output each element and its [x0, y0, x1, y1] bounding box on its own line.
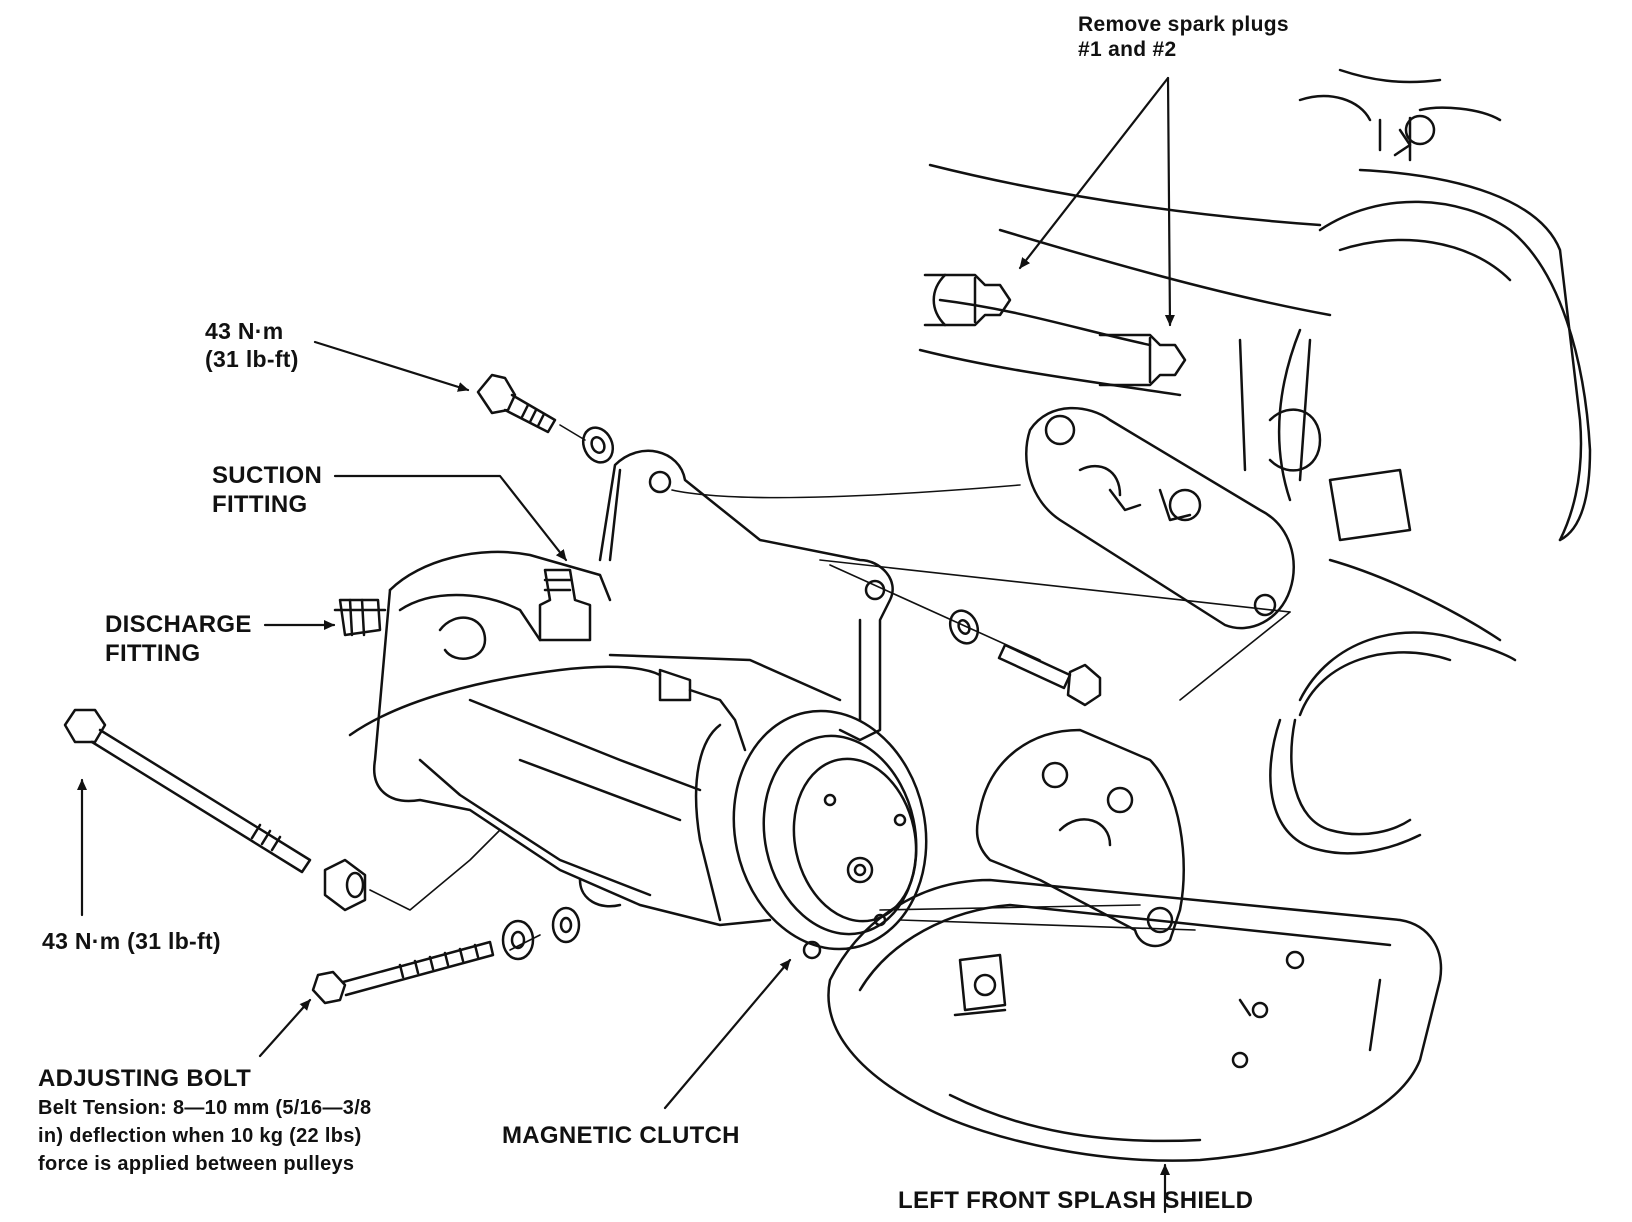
- suction-fitting-callout: SUCTION FITTING: [212, 462, 322, 520]
- belt-tension-line2: in) deflection when 10 kg (22 lbs): [38, 1124, 362, 1147]
- lower-engine-bracket: [975, 728, 1185, 948]
- belt-tension-line1: Belt Tension: 8—10 mm (5/16—3/8: [38, 1096, 372, 1119]
- upper-engine-bracket: [1025, 406, 1295, 630]
- spark-plugs-line2: #1 and #2: [1078, 38, 1177, 62]
- discharge-fitting-callout: DISCHARGE FITTING: [105, 611, 252, 669]
- spark-plugs-callout: Remove spark plugs #1 and #2: [1078, 12, 1289, 62]
- magnetic-clutch-pulley: [694, 709, 928, 960]
- discharge-fitting-line1: DISCHARGE: [105, 611, 252, 638]
- spark-plug-1: [923, 273, 1012, 327]
- top-torque-line1: 43 N·m: [205, 318, 284, 344]
- engine-block: [918, 68, 1592, 642]
- spark-plugs-line1: Remove spark plugs: [1078, 13, 1289, 36]
- compressor-bracket: [598, 449, 894, 742]
- adjusting-bolt-title: ADJUSTING BOLT: [38, 1065, 252, 1092]
- belt-tension-line3: force is applied between pulleys: [38, 1152, 355, 1175]
- suction-fitting-line2: FITTING: [212, 490, 308, 518]
- callout-arrows: [77, 76, 1175, 1214]
- magnetic-clutch-callout: MAGNETIC CLUTCH: [502, 1122, 740, 1149]
- left-torque-callout: 43 N·m (31 lb-ft): [42, 928, 221, 954]
- adjusting-bolt-callout: ADJUSTING BOLT Belt Tension: 8—10 mm (5/…: [38, 1065, 371, 1178]
- through-bolt-nut: [323, 858, 367, 912]
- splash-shield: [827, 878, 1443, 1162]
- drive-belt: [1269, 631, 1517, 855]
- right-bolt: [997, 643, 1102, 707]
- adjusting-bolt: [311, 940, 495, 1005]
- long-through-bolt: [63, 708, 312, 874]
- alignment-lines: [369, 424, 1291, 951]
- top-bolt: [476, 373, 557, 434]
- spark-plug-2: [1098, 333, 1187, 387]
- adjusting-bolt-washer: [551, 906, 581, 944]
- top-torque-line2: (31 lb-ft): [205, 345, 299, 372]
- top-washer: [581, 426, 615, 464]
- right-washer: [948, 609, 980, 645]
- top-torque-callout: 43 N·m (31 lb-ft): [205, 318, 299, 373]
- suction-fitting-line1: SUCTION: [212, 462, 323, 489]
- splash-shield-callout: LEFT FRONT SPLASH SHIELD: [898, 1187, 1254, 1214]
- adjusting-bolt-nut: [501, 919, 535, 961]
- ac-compressor: [333, 550, 842, 927]
- discharge-fitting-line2: FITTING: [105, 639, 201, 667]
